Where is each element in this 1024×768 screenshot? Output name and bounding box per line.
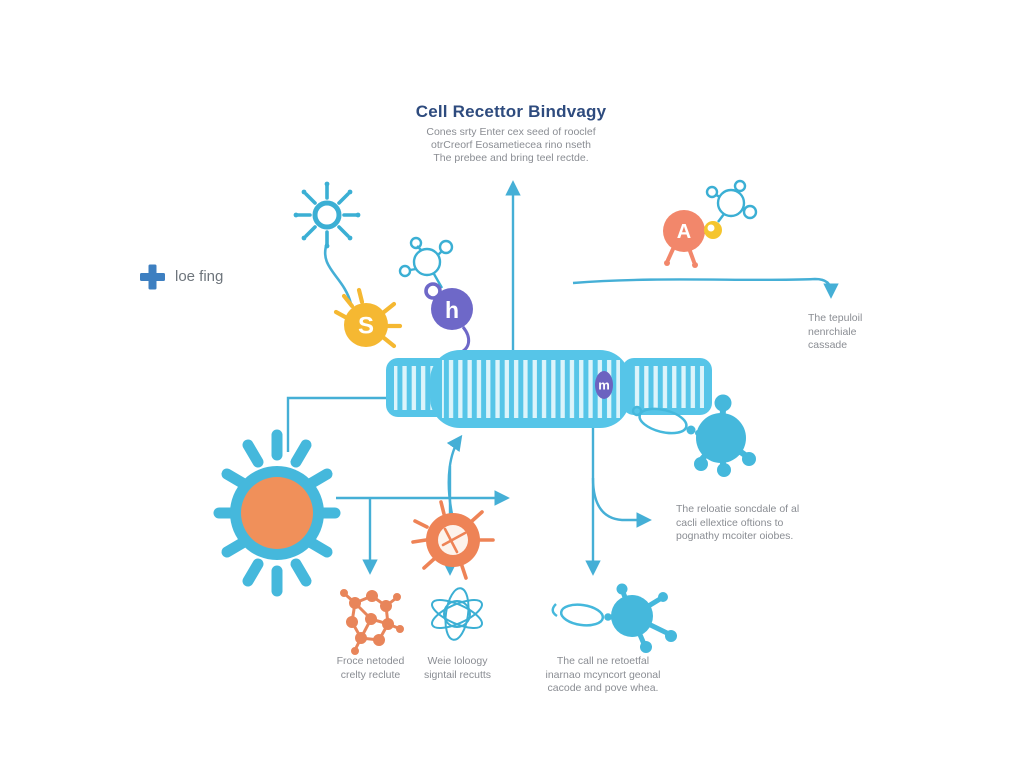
arrow-curve-to-membrane	[446, 434, 463, 515]
annotation-bottom-right: The call ne retoetfal inarnao mcyncort g…	[545, 655, 661, 695]
ligand-h-letter: h	[445, 297, 459, 323]
ligand-a-letter: A	[677, 221, 691, 243]
outline-molecule-right-icon	[705, 179, 758, 223]
right-chain-molecule-icon	[631, 394, 756, 477]
annotation-right-top: The tepuloil nenrchiale cassade	[808, 312, 863, 352]
plus-icon	[140, 264, 165, 290]
ligand-a-icon: A	[663, 210, 722, 268]
ligand-s-icon: S	[333, 287, 403, 349]
orange-molecule-icon	[340, 589, 404, 655]
arrow-curve-to-right-text	[591, 477, 652, 528]
cell-membrane: m	[386, 350, 712, 428]
tether-asterisk-to-s	[323, 242, 353, 305]
receptor-sun-icon	[411, 500, 495, 580]
ligand-s-letter: S	[358, 313, 374, 340]
membrane-badge	[595, 371, 613, 399]
tether-h-tail	[458, 326, 471, 355]
cell-icon	[213, 429, 341, 597]
page-subtitle: Cones srty Enter cex seed of rooclef otr…	[411, 126, 611, 164]
asterisk-ligand-icon	[293, 181, 361, 249]
cell-core	[241, 477, 313, 549]
atom-orbitals-icon	[431, 587, 483, 641]
arrow-to-top-right-text	[572, 277, 839, 299]
subtitle-line: Cones srty Enter cex seed of rooclef	[426, 126, 596, 138]
outline-molecule-left-icon	[398, 236, 454, 289]
legend-label: loe fing	[175, 268, 224, 285]
page-title: Cell Recettor Bindvagy	[415, 102, 607, 121]
bottom-chain-molecule-icon	[551, 583, 677, 653]
subtitle-line: The prebee and bring teel rectde.	[433, 151, 589, 164]
ligand-h-icon: h	[424, 282, 473, 330]
annotation-bottom-left: Froce netoded crelty reclute	[336, 655, 405, 681]
annotation-right-mid: The reloatie soncdale of al cacli ellext…	[676, 503, 800, 543]
subtitle-line: otrCreorf Eosametiecea rino nseth	[431, 138, 591, 151]
membrane-badge-letter: m	[598, 378, 610, 393]
annotation-bottom-mid: Weie loloogy signtail recutts	[423, 655, 492, 681]
